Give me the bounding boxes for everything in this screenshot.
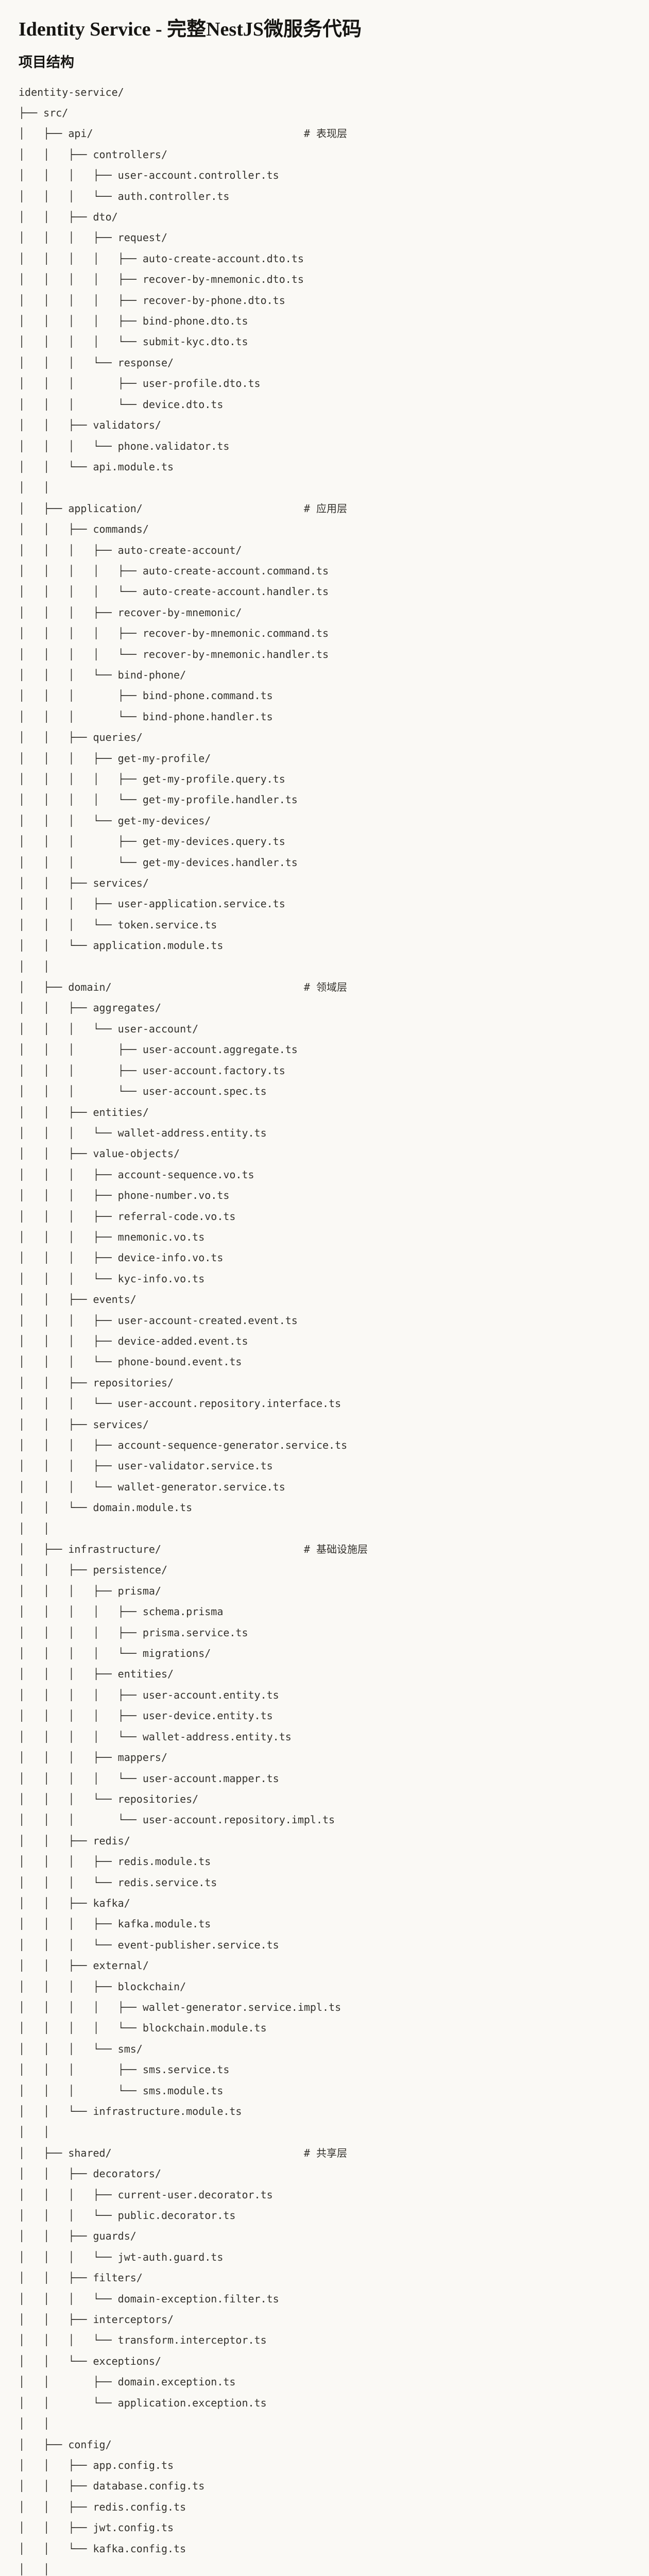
document: Identity Service - 完整NestJS微服务代码 项目结构 id…: [19, 18, 628, 2576]
section-heading-project-structure: 项目结构: [19, 54, 74, 70]
project-file-tree: identity-service/ ├── src/ │ ├── api/ # …: [19, 86, 368, 2575]
page-title: Identity Service - 完整NestJS微服务代码: [19, 19, 362, 40]
